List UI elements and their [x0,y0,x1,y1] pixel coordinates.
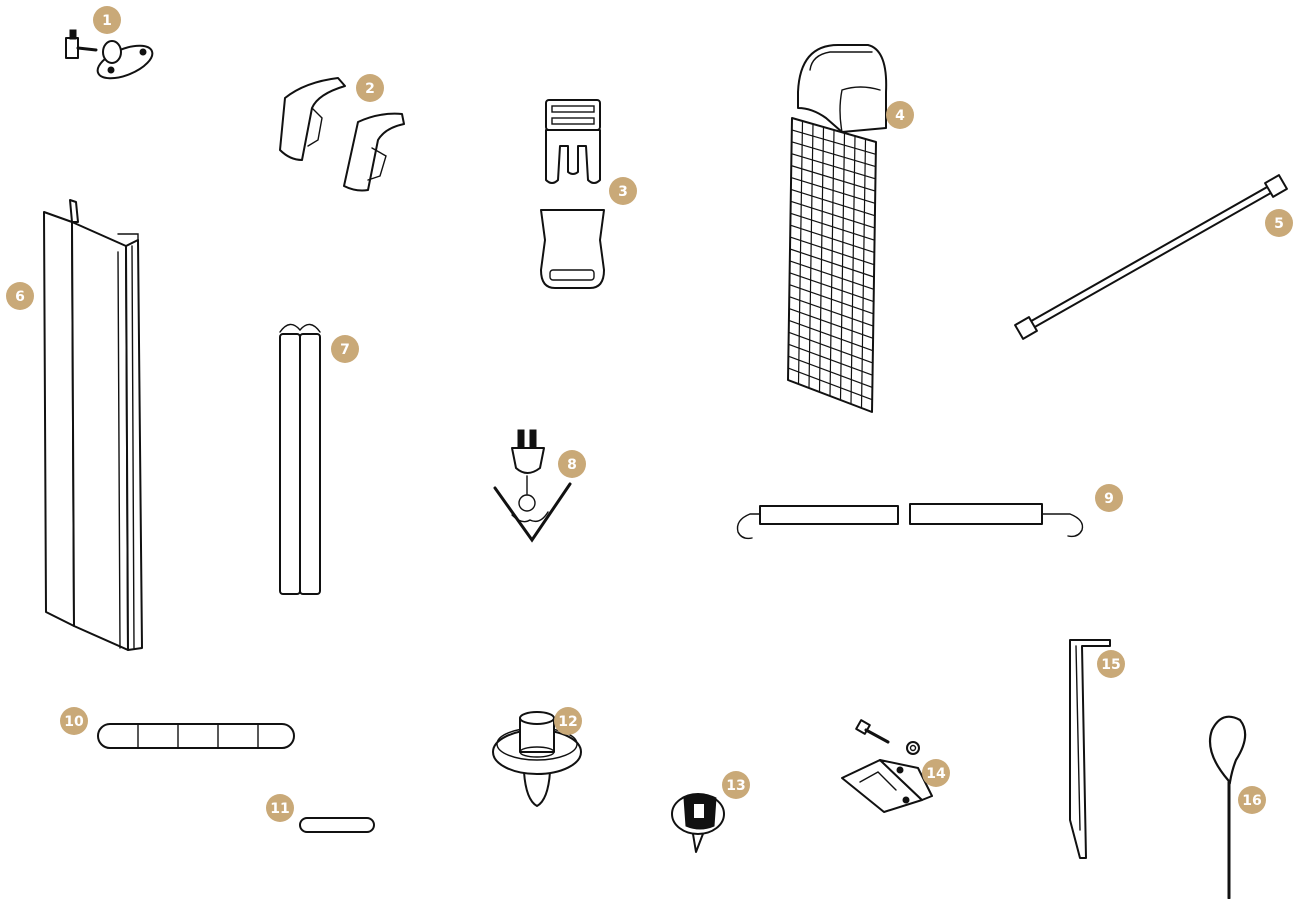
badge-label: 6 [15,289,25,305]
badge-label: 12 [558,714,577,730]
badge-label: 15 [1101,657,1120,673]
double-tube-icon [280,324,320,594]
frame-profile-icon [44,200,142,650]
part-badge-11: 11 [266,794,294,822]
part-badge-13: 13 [722,771,750,799]
badge-label: 1 [102,13,112,29]
short-strap-icon [300,818,374,832]
part-badge-1: 1 [93,6,121,34]
part-badge-3: 3 [609,177,637,205]
part-badge-9: 9 [1095,484,1123,512]
badge-label: 16 [1242,793,1261,809]
part-badge-7: 7 [331,335,359,363]
badge-label: 13 [726,778,745,794]
badge-label: 9 [1104,491,1114,507]
badge-label: 2 [365,81,375,97]
badge-label: 8 [567,457,577,473]
corner-cap-pair-icon [280,78,404,191]
badge-label: 3 [618,184,628,200]
part-badge-16: 16 [1238,786,1266,814]
part-badge-10: 10 [60,707,88,735]
badge-label: 14 [926,766,946,782]
loop-pin-icon [1210,717,1245,898]
part-badge-14: 14 [922,759,950,787]
part-badge-2: 2 [356,74,384,102]
buckle-icon [541,100,604,288]
part-badge-8: 8 [558,450,586,478]
part-badge-5: 5 [1265,209,1293,237]
badge-label: 5 [1274,216,1284,232]
mesh-panel-clip-icon [788,45,886,412]
plug-connector-icon [672,794,724,852]
tension-rod-icon [1015,175,1287,339]
hinge-clamp-icon [66,30,157,85]
part-badge-4: 4 [886,101,914,129]
segmented-strap-icon [98,724,294,748]
badge-label: 10 [64,714,84,730]
part-badge-15: 15 [1097,650,1125,678]
tension-spring-bar-icon [738,504,1083,538]
hook-clip-icon [495,430,570,540]
badge-label: 4 [895,108,905,124]
badge-label: 7 [340,342,350,358]
bracket-with-bolt-icon [842,720,932,812]
part-badge-6: 6 [6,282,34,310]
badge-label: 11 [270,801,289,817]
part-badge-12: 12 [554,707,582,735]
